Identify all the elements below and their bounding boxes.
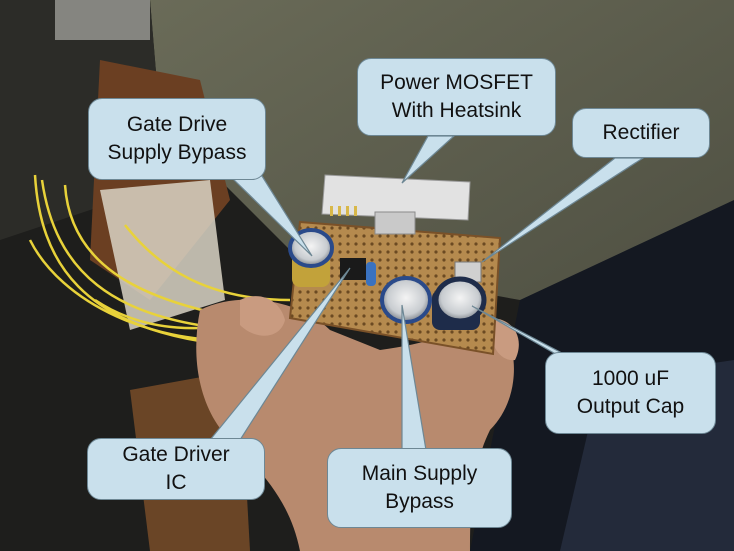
- callout-text-line: Output Cap: [576, 395, 685, 418]
- callout-gate-drive-supply-bypass: Gate Drive Supply Bypass: [88, 98, 266, 180]
- callout-text-line: Power MOSFET: [380, 71, 533, 94]
- callout-text-line: Gate Drive: [126, 113, 228, 136]
- callout-output-cap: 1000 uF Output Cap: [545, 352, 716, 434]
- main-supply-capacitor: [380, 276, 432, 324]
- callout-text-line: Gate Driver: [122, 443, 230, 466]
- callout-text-line: Rectifier: [602, 121, 680, 144]
- callout-gate-driver-ic: Gate Driver IC: [87, 438, 265, 500]
- heatsink: [321, 174, 471, 221]
- callout-power-mosfet: Power MOSFET With Heatsink: [357, 58, 556, 136]
- callout-text-line: With Heatsink: [391, 99, 522, 122]
- callout-text-line: IC: [165, 471, 187, 494]
- callout-text-line: 1000 uF: [591, 367, 670, 390]
- callout-rectifier: Rectifier: [572, 108, 710, 158]
- callout-text-line: Supply Bypass: [107, 141, 247, 164]
- callout-text-line: Main Supply: [361, 462, 478, 485]
- callout-main-supply-bypass: Main Supply Bypass: [327, 448, 512, 528]
- callout-text-line: Bypass: [385, 490, 454, 513]
